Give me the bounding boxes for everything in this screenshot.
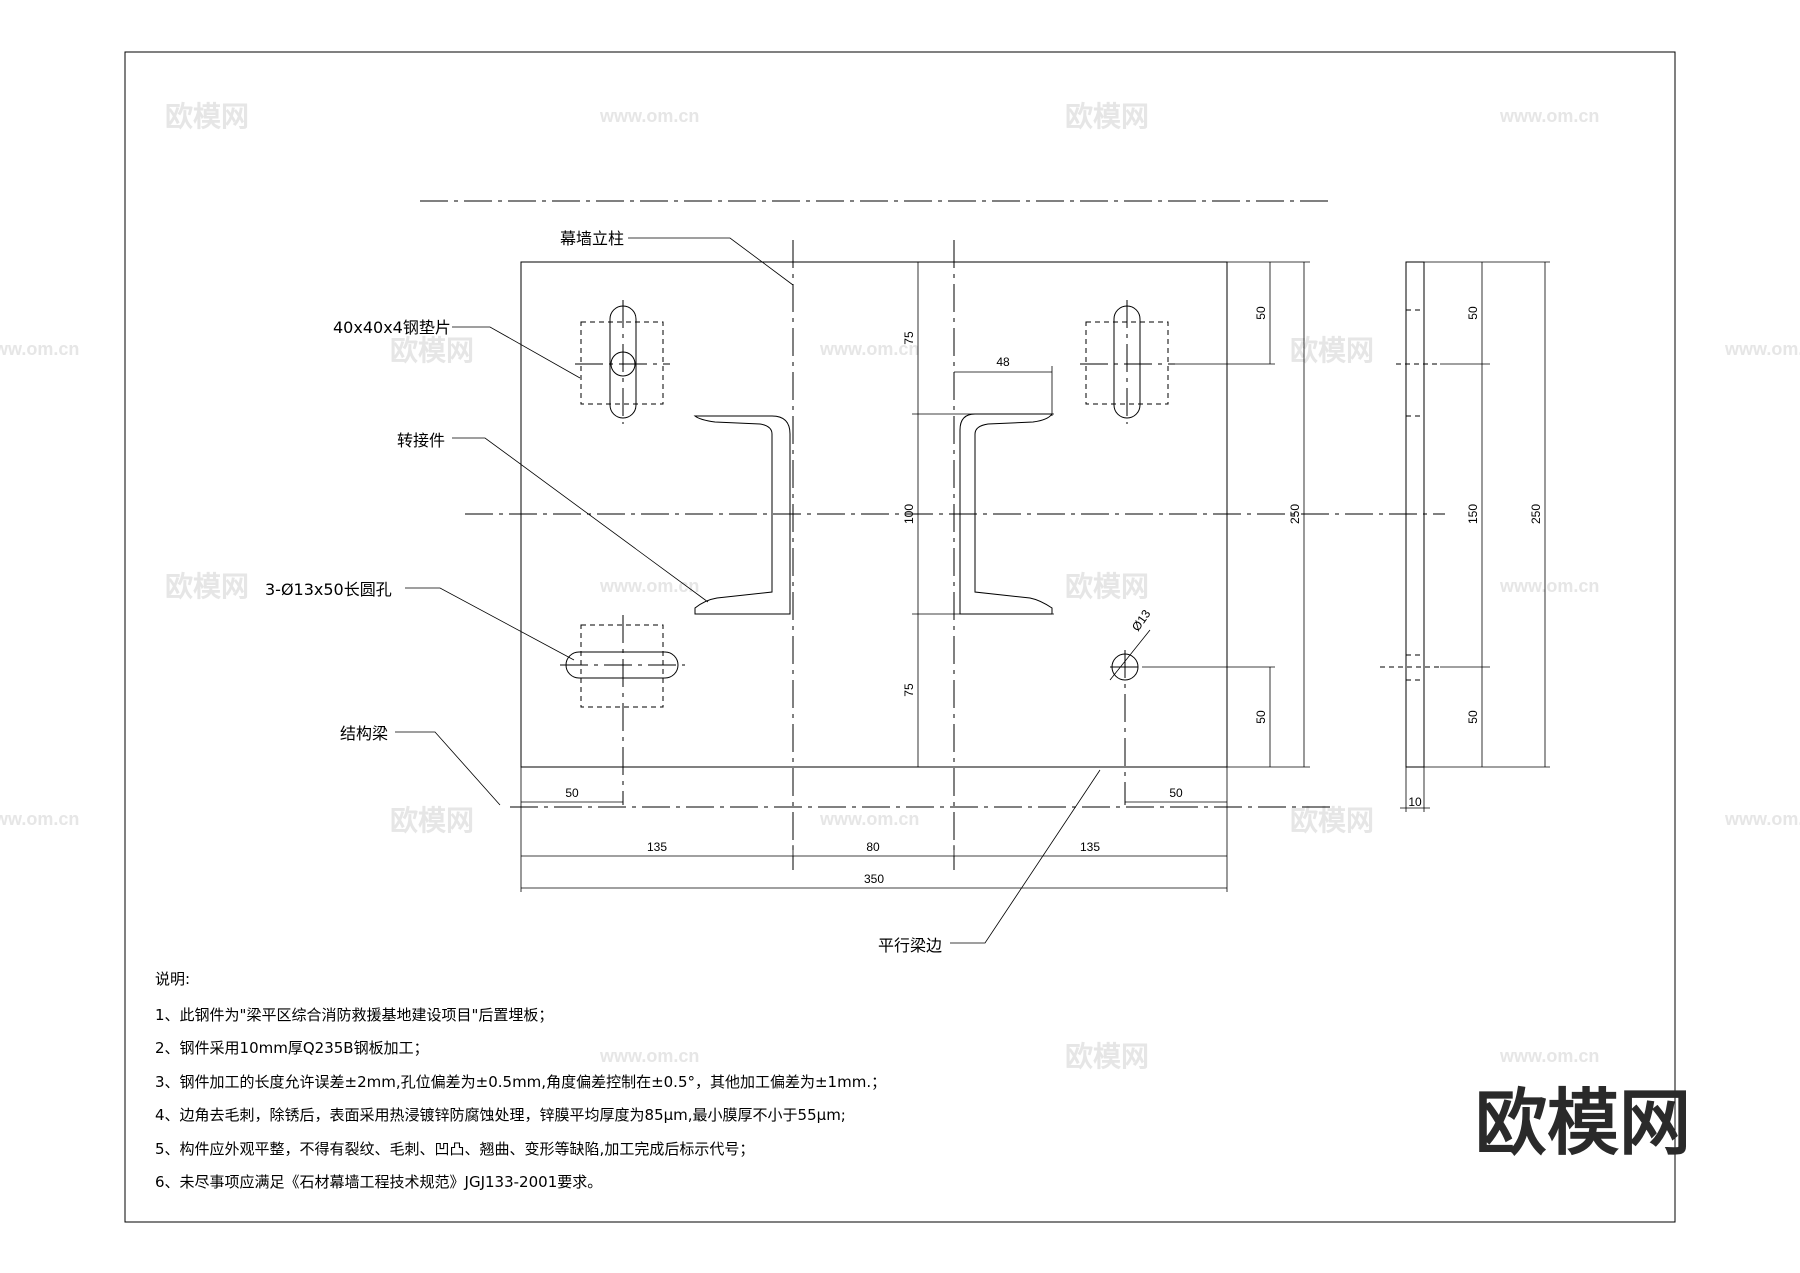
note-item: 2、钢件采用10mm厚Q235B钢板加工； [155,1039,429,1057]
watermark-layer: 欧模网 www.om.cn 欧模网 www.om.cn www.om.cn 欧模… [0,100,1800,1073]
side-dim-50-bottom: 50 [1466,710,1480,724]
callout-curtain-wall-column: 幕墙立柱 [560,229,624,248]
watermark-url: www.om.cn [599,106,699,126]
callout-structural-beam: 结构梁 [340,724,388,743]
notes-heading: 说明: [155,970,190,988]
leader-line [452,326,581,379]
steel-shim [580,624,664,708]
dim-80: 80 [866,840,880,854]
dim-hole-diameter: Ø13 [1129,607,1154,634]
dim-250-front: 250 [1288,504,1302,524]
watermark-brand: 欧模网 [390,804,474,837]
brand-logo: 欧模网 [1475,1081,1691,1165]
note-item: 5、构件应外观平整，不得有裂纹、毛刺、凹凸、翘曲、变形等缺陷,加工完成后标示代号… [155,1140,754,1158]
side-plate [1405,261,1425,768]
watermark-brand: 欧模网 [1290,804,1374,837]
watermark-url: www.om.cn [819,809,919,829]
watermark-url: www.om.cn [0,339,79,359]
side-dim-50-top: 50 [1466,306,1480,320]
watermark-url: www.om.cn [599,576,699,596]
dim-48: 48 [996,355,1010,369]
dim-50-bottom-left: 50 [565,786,579,800]
dim-75-bottom: 75 [902,683,916,697]
watermark-url: www.om.cn [1724,339,1800,359]
drawing-frame [124,51,1676,1223]
note-item: 6、未尽事项应满足《石材幕墙工程技术规范》JGJ133-2001要求。 [155,1173,602,1191]
watermark-url: www.om.cn [819,339,919,359]
watermark-url: www.om.cn [0,809,79,829]
hole-bottom-right [1110,650,1142,805]
watermark-brand: 欧模网 [1065,100,1149,133]
dim-135-left: 135 [647,840,667,854]
dim-50-right-bottom: 50 [1254,710,1268,724]
note-item: 1、此钢件为"梁平区综合消防救援基地建设项目"后置埋板； [155,1006,553,1024]
side-dim-10: 10 [1408,795,1422,809]
middle-vertical-dimensions: 75 100 75 48 Ø13 [902,261,1154,768]
leader-line [395,731,501,806]
front-right-dimensions: 50 50 250 [1142,261,1310,768]
callout-adapter: 转接件 [397,431,445,450]
watermark-brand: 欧模网 [390,334,474,367]
leader-line [452,437,709,603]
steel-shim [580,321,664,405]
shim-bottom-left [560,615,685,805]
watermark-url: www.om.cn [599,1046,699,1066]
watermark-url: www.om.cn [1499,1046,1599,1066]
note-item: 4、边角去毛刺，除锈后，表面采用热浸镀锌防腐蚀处理，锌膜平均厚度为85μm,最小… [155,1106,846,1124]
adapter-right [959,413,1053,615]
shim-top-right [1080,300,1175,424]
adapter-left [693,415,791,615]
dim-50-right-top: 50 [1254,306,1268,320]
watermark-brand: 欧模网 [1065,570,1149,603]
watermark-brand: 欧模网 [165,100,249,133]
callout-parallel-beam-edge: 平行梁边 [878,936,942,955]
callouts: 幕墙立柱 40x40x4钢垫片 转接件 3-Ø13x50长圆孔 结构梁 平行梁边 [265,229,1101,955]
dim-135-right: 135 [1080,840,1100,854]
watermark-brand: 欧模网 [1290,334,1374,367]
dim-75-top: 75 [902,331,916,345]
dim-50-bottom-right: 50 [1169,786,1183,800]
callout-slotted-holes: 3-Ø13x50长圆孔 [265,580,392,599]
note-item: 3、钢件加工的长度允许误差±2mm,孔位偏差为±0.5mm,角度偏差控制在±0.… [155,1073,886,1091]
side-view: 50 150 50 250 10 [1380,261,1550,812]
side-dim-250: 250 [1529,504,1543,524]
watermark-url: www.om.cn [1499,576,1599,596]
leader-line [950,769,1101,944]
watermark-brand: 欧模网 [165,570,249,603]
dim-350: 350 [864,872,884,886]
bottom-dimensions: 50 50 135 80 135 350 [520,767,1228,892]
watermark-brand: 欧模网 [1065,1040,1149,1073]
notes-block: 说明: 1、此钢件为"梁平区综合消防救援基地建设项目"后置埋板； 2、钢件采用1… [155,970,886,1191]
base-plate [465,240,1445,870]
side-dim-150: 150 [1466,504,1480,524]
leader-line [628,237,794,286]
leader-line [1109,629,1151,681]
dim-100: 100 [902,504,916,524]
callout-steel-shim: 40x40x4钢垫片 [333,318,451,337]
watermark-url: www.om.cn [1724,809,1800,829]
shim-top-left [575,300,670,424]
watermark-url: www.om.cn [1499,106,1599,126]
leader-line [405,587,575,661]
